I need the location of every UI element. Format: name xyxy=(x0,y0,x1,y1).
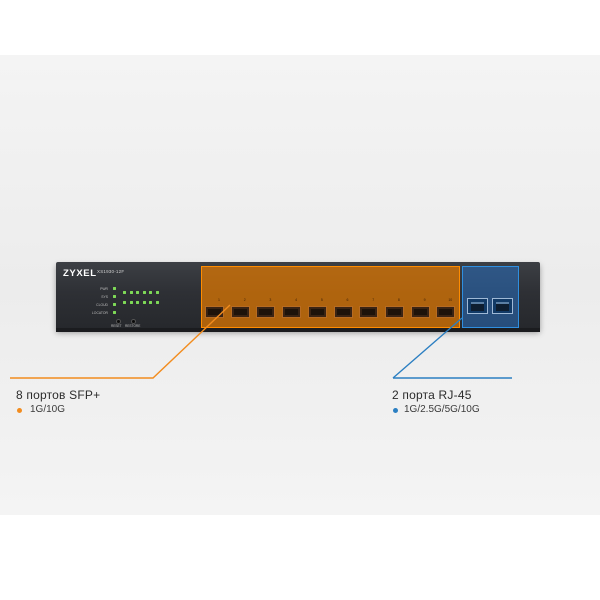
rj45-port-1[interactable] xyxy=(467,298,488,314)
sfp-port-number: 1 xyxy=(218,298,220,302)
sfp-port-10[interactable] xyxy=(436,306,456,318)
led-label-cloud: CLOUD xyxy=(96,303,108,307)
rj45-bullet-dot xyxy=(393,408,398,413)
port-status-led xyxy=(136,291,139,294)
cloud-led xyxy=(113,303,116,306)
restore-label: RESTORE xyxy=(125,324,141,328)
port-status-led xyxy=(149,301,152,304)
sfp-port-number: 6 xyxy=(346,298,349,302)
restore-button[interactable] xyxy=(131,319,136,324)
port-status-led xyxy=(155,301,159,304)
sfp-bullet-dot xyxy=(17,408,22,413)
sfp-port-number: 8 xyxy=(397,298,400,302)
sfp-callout-title: 8 портов SFP+ xyxy=(16,388,101,402)
led-label-sys: SYS xyxy=(101,295,108,299)
port-status-led xyxy=(142,291,146,294)
rj45-ports-highlight xyxy=(462,266,519,328)
sfp-callout-line xyxy=(10,304,231,379)
sfp-port-5[interactable] xyxy=(307,306,327,318)
switch-base xyxy=(56,328,540,332)
port-status-led xyxy=(136,301,139,304)
rj45-callout-title: 2 порта RJ-45 xyxy=(392,388,472,402)
port-status-led xyxy=(155,291,159,294)
port-status-led xyxy=(142,301,146,304)
brand-logo: ZYXEL xyxy=(63,268,97,279)
reset-label: RESET xyxy=(111,324,122,328)
sfp-port-number: 9 xyxy=(423,298,426,302)
sys-led xyxy=(113,295,116,298)
sfp-port-number: 2 xyxy=(243,298,246,302)
sfp-port-2[interactable] xyxy=(230,306,250,318)
port-status-led xyxy=(123,301,126,304)
locator-led xyxy=(113,311,116,314)
sfp-port-6[interactable] xyxy=(333,306,353,318)
rj45-callout-diagonal xyxy=(392,317,463,379)
rj45-callout-spec: 1G/2.5G/5G/10G xyxy=(404,404,480,415)
sfp-port-7[interactable] xyxy=(359,306,379,318)
sfp-port-number: 10 xyxy=(448,298,453,302)
sfp-port-number: 5 xyxy=(320,298,323,302)
rj45-port-2[interactable] xyxy=(492,298,513,314)
port-status-led xyxy=(149,291,152,294)
sfp-port-number: 4 xyxy=(295,298,298,302)
port-status-led xyxy=(123,291,126,294)
sfp-port-4[interactable] xyxy=(282,306,302,318)
reset-button[interactable] xyxy=(116,319,121,324)
sfp-port-number: 3 xyxy=(269,298,272,302)
sfp-port-8[interactable] xyxy=(384,306,404,318)
pwr-led xyxy=(113,287,116,290)
led-label-pwr: PWR xyxy=(100,287,108,291)
sfp-port-9[interactable] xyxy=(410,306,430,318)
port-status-led xyxy=(129,291,133,294)
model-label: XS1930-12F xyxy=(97,269,125,274)
sfp-port-number: 7 xyxy=(372,298,375,302)
sfp-callout-spec: 1G/10G xyxy=(30,404,66,415)
led-label-locator: LOCATOR xyxy=(91,311,108,315)
sfp-port-3[interactable] xyxy=(256,306,276,318)
port-status-led xyxy=(129,301,133,304)
